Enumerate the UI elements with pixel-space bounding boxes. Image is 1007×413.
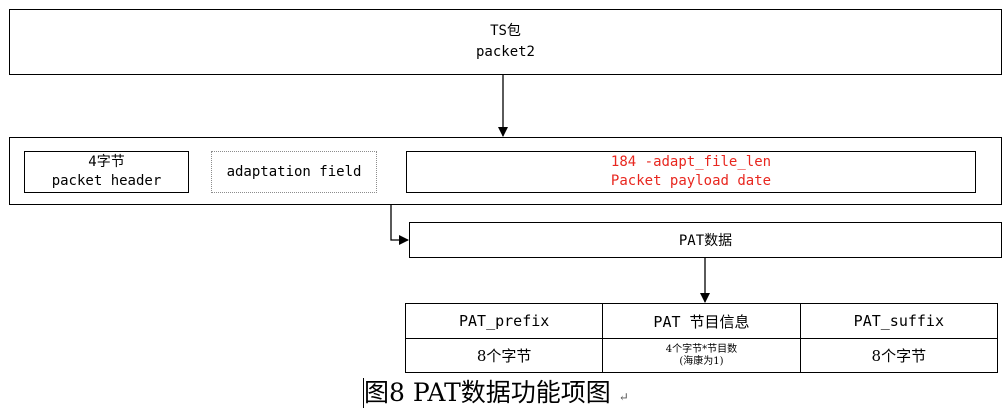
pat-table-value-row: 8个字节 4个字节*节目数 (海康为1) 8个字节 — [404, 338, 999, 373]
ts-packet-subtitle: packet2 — [475, 44, 535, 60]
ts-packet-title: TS包 — [490, 23, 521, 39]
pat-suffix-header: PAT_suffix — [799, 303, 999, 339]
pat-prefix-header: PAT_prefix — [404, 303, 604, 339]
pat-program-size: 4个字节*节目数 (海康为1) — [602, 338, 801, 373]
text-cursor — [363, 378, 364, 408]
packet-payload-box: 184 -adapt_file_len Packet payload date — [406, 151, 976, 193]
adaptation-field-box: adaptation field — [211, 151, 377, 193]
pat-fields-table: PAT_prefix PAT 节目信息 PAT_suffix 8个字节 4个字节… — [404, 303, 999, 373]
ts-packet-box: TS包 packet2 — [9, 9, 1002, 75]
figure-caption: 图8 PAT数据功能项图 ↵ — [364, 377, 629, 413]
packet-header-size: 4字节 — [88, 154, 125, 170]
adaptation-field-label: adaptation field — [226, 164, 362, 180]
packet-header-box: 4字节 packet header — [24, 151, 189, 193]
pat-prefix-size: 8个字节 — [404, 338, 604, 373]
pat-table-header-row: PAT_prefix PAT 节目信息 PAT_suffix — [404, 303, 999, 339]
pat-program-header: PAT 节目信息 — [602, 303, 801, 339]
pat-program-size-line1: 4个字节*节目数 — [665, 343, 738, 355]
paragraph-mark-icon: ↵ — [618, 390, 629, 404]
payload-data-label: Packet payload date — [610, 173, 772, 189]
packet-header-label: packet header — [51, 173, 162, 189]
pat-program-size-line2: (海康为1) — [679, 355, 724, 367]
pat-data-box: PAT数据 — [409, 222, 1002, 258]
payload-length-label: 184 -adapt_file_len — [610, 154, 772, 170]
pat-data-label: PAT数据 — [678, 233, 733, 249]
pat-suffix-size: 8个字节 — [799, 338, 999, 373]
figure-caption-text: 图8 PAT数据功能项图 — [364, 378, 611, 407]
